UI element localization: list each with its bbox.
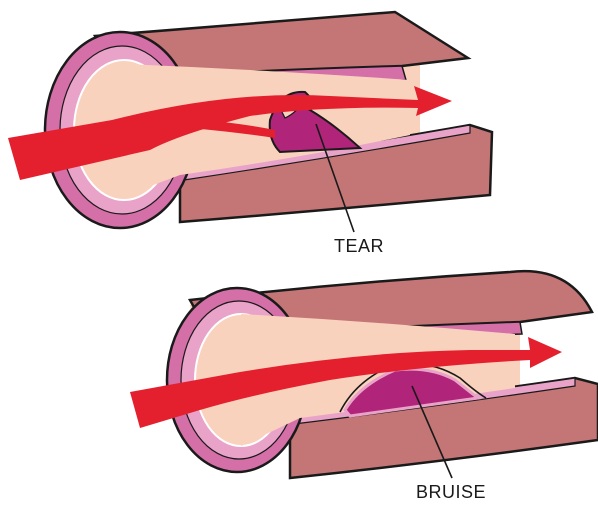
tear-label: TEAR [334, 236, 384, 257]
artery-tear-illustration [8, 12, 492, 232]
bruise-label: BRUISE [416, 482, 486, 503]
artery-bruise-illustration [130, 271, 598, 478]
